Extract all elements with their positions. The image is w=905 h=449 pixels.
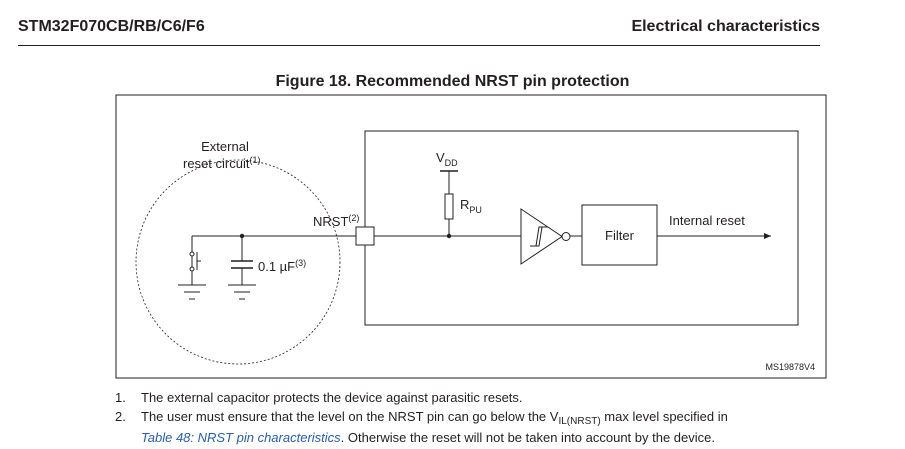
- note-text: The user must ensure that the level on t…: [141, 409, 728, 445]
- figure-reference-code: MS19878V4: [765, 362, 815, 372]
- note-1: 1. The external capacitor protects the d…: [115, 390, 831, 406]
- ground-icon: [228, 284, 256, 300]
- external-label-line2: reset circuit(1): [183, 155, 260, 171]
- reset-switch-icon: [189, 236, 201, 285]
- document-product-name: STM32F070CB/RB/C6/F6: [18, 18, 205, 35]
- nrst-label: NRST(2): [313, 213, 359, 229]
- pullup-resistor-icon: [444, 193, 454, 220]
- nrst-pin-icon: [355, 226, 375, 246]
- figure-notes: 1. The external capacitor protects the d…: [115, 390, 831, 449]
- vdd-label: VDD: [436, 150, 458, 168]
- header-divider: [18, 45, 820, 46]
- capacitor-value-label: 0.1 µF(3): [258, 258, 306, 274]
- figure-frame: [115, 94, 827, 379]
- note-number: 1.: [115, 390, 126, 405]
- filter-label: Filter: [605, 228, 635, 243]
- external-label-line1: External: [201, 139, 249, 154]
- figure-title: Figure 18. Recommended NRST pin protecti…: [275, 73, 630, 90]
- schmitt-trigger-icon: [520, 208, 571, 265]
- capacitor-icon: [231, 236, 253, 285]
- table-48-link[interactable]: Table 48: NRST pin characteristics: [141, 430, 341, 445]
- note-2: 2. The user must ensure that the level o…: [115, 409, 831, 446]
- section-title: Electrical characteristics: [631, 18, 820, 35]
- note-number: 2.: [115, 409, 126, 424]
- ground-icon: [178, 284, 206, 300]
- filter-block: [581, 204, 658, 266]
- internal-reset-label: Internal reset: [669, 213, 745, 228]
- rpu-label: RPU: [460, 197, 482, 215]
- external-circuit-boundary: [135, 159, 341, 365]
- note-text: The external capacitor protects the devi…: [141, 390, 523, 405]
